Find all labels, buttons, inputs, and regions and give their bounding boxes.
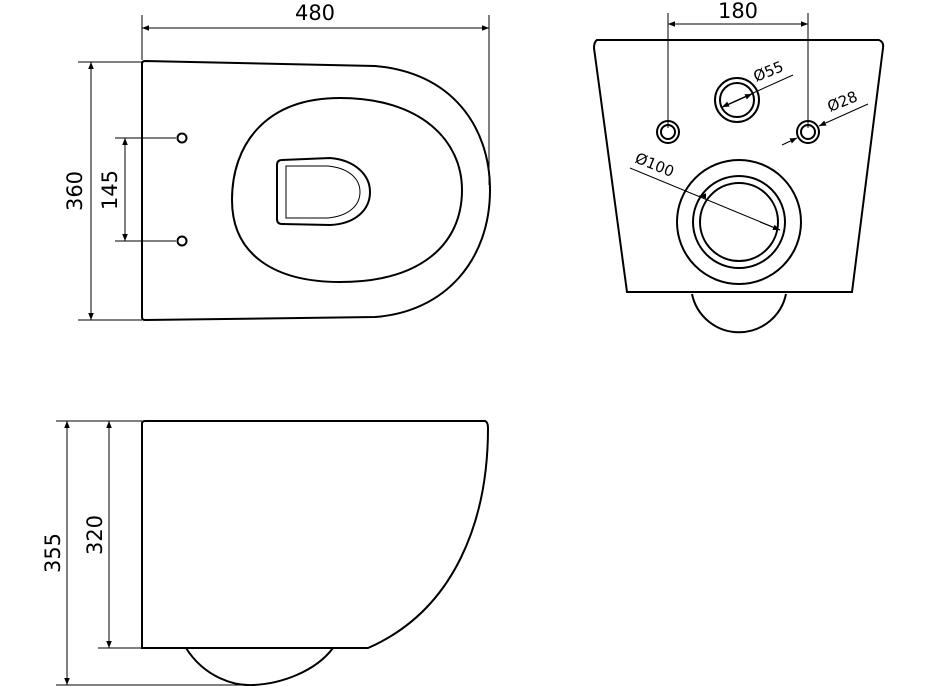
width-dimension: 480: [295, 1, 335, 25]
side-view: 355 320: [41, 420, 490, 686]
bolt-hole-diameter-arrow: [781, 137, 798, 146]
depth-dimension: 360: [63, 171, 87, 211]
bowl-opening: [276, 156, 372, 227]
inlet-diameter-label: Ø55: [751, 57, 786, 85]
outlet-diameter-leader: [629, 167, 781, 231]
side-hemisphere: [185, 647, 334, 686]
bowl-opening-inner: [285, 165, 361, 219]
side-view-outline: [141, 420, 490, 649]
waste-outlet-ring: [692, 175, 786, 269]
bowl-rim: [230, 96, 464, 284]
bolt-spacing-dimension: 180: [718, 0, 758, 23]
body-height-dimension: 320: [83, 515, 107, 555]
inlet-diameter-arrow: [722, 93, 753, 108]
rear-view-outline: [592, 39, 885, 293]
waste-outlet: [676, 159, 802, 285]
bolt-hole-diameter-label: Ø28: [825, 87, 860, 115]
top-view: 480 360 145: [63, 1, 492, 322]
outlet-diameter-arrow: [759, 221, 781, 231]
waste-outlet-inner: [699, 182, 779, 262]
seat-bolt-hole: [176, 132, 188, 144]
seat-bolt-spacing-dimension: 145: [98, 170, 122, 210]
water-inlet-inner: [719, 82, 755, 118]
bolt-hole-diameter-leader: [818, 103, 869, 127]
seat-bolt-hole: [176, 235, 188, 247]
water-inlet: [714, 77, 760, 123]
outlet-hemisphere: [691, 293, 787, 334]
total-height-dimension: 355: [41, 533, 65, 573]
outlet-diameter-label: Ø100: [633, 149, 677, 181]
top-view-outline: [141, 59, 492, 322]
rear-view: 180 Ø55 Ø28 Ø100: [592, 0, 885, 334]
